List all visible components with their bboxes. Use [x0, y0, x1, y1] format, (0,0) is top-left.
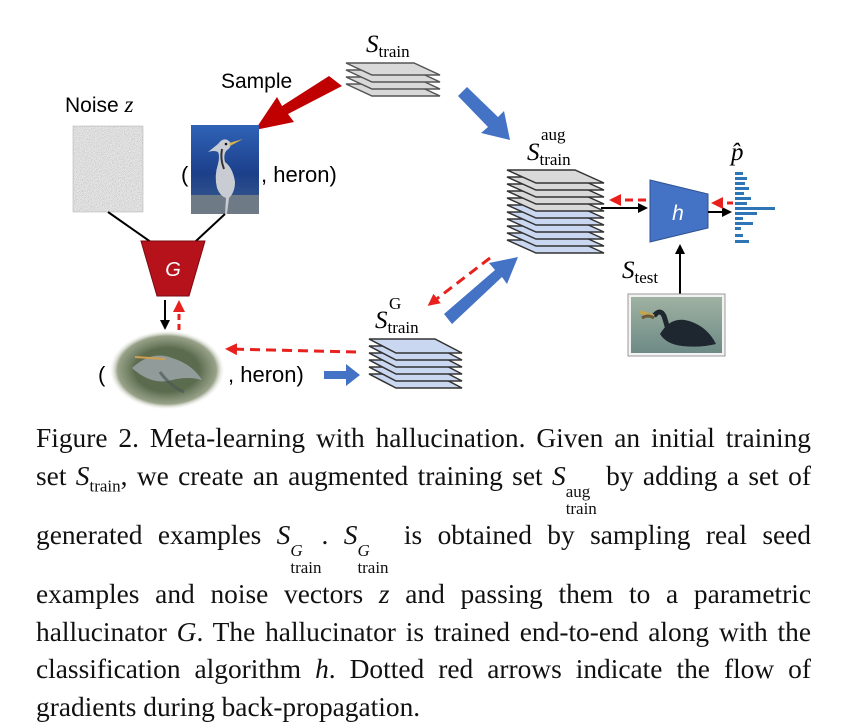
- test-heron-photo: [627, 293, 726, 357]
- noise-image: [73, 126, 143, 212]
- heron-bottom-class: , heron): [228, 362, 304, 387]
- noise-label: Noise z: [65, 92, 134, 117]
- classifier-block: [649, 179, 709, 243]
- s-g-stack: [368, 338, 463, 389]
- generator-block: [140, 240, 206, 297]
- s-test-label: Stest: [622, 257, 658, 287]
- generator-label: G: [165, 259, 181, 281]
- s-train-stack: [345, 62, 441, 97]
- svg-text:aug: aug: [541, 125, 566, 144]
- figure-caption: Figure 2. Meta-learning with hallucinati…: [36, 423, 811, 722]
- heron-top-open-paren: (: [181, 162, 189, 187]
- heron-bottom-open-paren: (: [98, 362, 106, 387]
- sample-arrow: [255, 76, 342, 130]
- heron-top-class: , heron): [261, 162, 337, 187]
- heron-photo-top: [191, 125, 259, 214]
- hallucinated-to-sg-arrow: [324, 364, 360, 386]
- s-aug-stack: [506, 169, 605, 254]
- sg-to-aug-arrow: [444, 257, 518, 324]
- figure: Strain Sample Noise z ( , heron) G (: [65, 31, 775, 410]
- prediction-histogram: [735, 172, 775, 243]
- s-g-label: Strain: [375, 307, 419, 337]
- train-to-aug-arrow: [458, 87, 510, 140]
- p-hat-label: p̂: [729, 139, 744, 166]
- hallucinated-heron-image: [109, 330, 225, 410]
- svg-text:G: G: [389, 294, 401, 313]
- sample-label: Sample: [221, 70, 292, 93]
- s-aug-label: Strain: [527, 139, 571, 169]
- s-train-label: Strain: [366, 31, 410, 61]
- classifier-label: h: [672, 202, 684, 225]
